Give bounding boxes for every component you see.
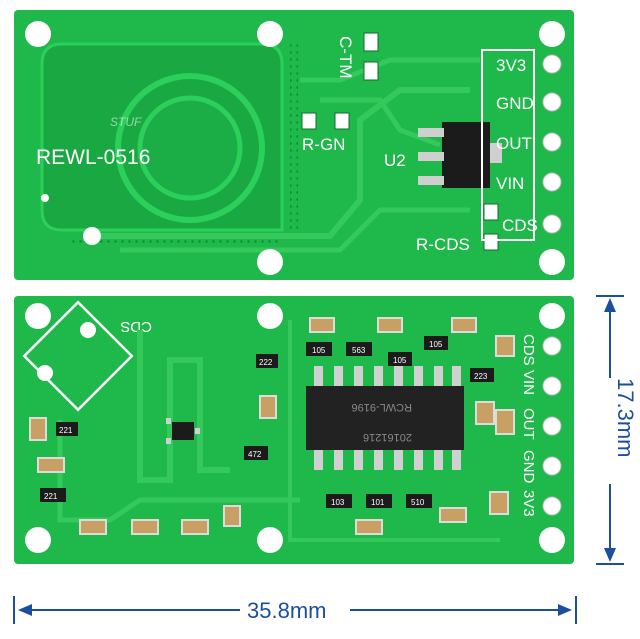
bottom-pin-label-gnd: GND	[520, 450, 537, 484]
pin-label-vin: VIN	[496, 174, 524, 193]
pin-hole	[542, 376, 562, 396]
svg-text:105: 105	[312, 346, 326, 355]
pin-label-3v3: 3V3	[496, 56, 526, 75]
antenna-ring	[115, 73, 265, 223]
svg-text:223: 223	[474, 372, 488, 381]
svg-text:222: 222	[259, 358, 273, 367]
bottom-pin-label-cds: CDS	[520, 334, 537, 366]
model-label: REWL-0516	[36, 146, 150, 169]
mount-hole	[539, 249, 565, 275]
mount-hole	[539, 21, 565, 47]
pin-hole	[542, 336, 562, 356]
bottom-pin-label-vin: VIN	[520, 370, 537, 395]
r-cds-label: R-CDS	[416, 235, 470, 254]
svg-text:221: 221	[44, 492, 58, 501]
cds-sensor-outline	[22, 300, 134, 412]
width-label: 35.8mm	[247, 598, 326, 623]
ic-marking-2: 20161216	[363, 431, 412, 443]
ic-marking-1: RCWL-9196	[351, 401, 412, 413]
main-ic	[306, 386, 464, 450]
smd-resistors: 105 563 105 105 223 222 472 221 221 103 …	[40, 336, 494, 508]
svg-text:472: 472	[248, 450, 262, 459]
mount-hole	[257, 303, 283, 329]
height-label: 17.3mm	[613, 378, 638, 457]
via-hole	[41, 194, 49, 202]
mount-hole	[539, 303, 565, 329]
pin-hole-vin	[542, 172, 562, 192]
mount-hole	[25, 527, 51, 553]
cds-label: CDS	[120, 318, 152, 335]
r-gn-label: R-GN	[302, 135, 345, 154]
svg-text:105: 105	[393, 356, 407, 365]
stuf-watermark: STUF	[110, 115, 142, 129]
via-hole	[83, 227, 101, 245]
mount-hole	[539, 527, 565, 553]
bottom-pin-label-3v3: 3V3	[520, 490, 537, 517]
smd-capacitors	[29, 317, 515, 535]
pin-hole-3v3	[542, 54, 562, 74]
svg-text:221: 221	[59, 426, 73, 435]
svg-text:103: 103	[331, 498, 345, 507]
c-tm-label: C-TM	[336, 36, 355, 78]
pin-hole	[542, 456, 562, 476]
width-dimension	[13, 596, 577, 624]
svg-text:105: 105	[429, 340, 443, 349]
pin-hole	[542, 496, 562, 516]
pin-label-gnd: GND	[496, 94, 534, 113]
pin-label-cds: CDS	[502, 216, 538, 235]
mount-hole	[257, 249, 283, 275]
svg-text:101: 101	[371, 498, 385, 507]
svg-text:563: 563	[352, 346, 366, 355]
pin-hole-out	[542, 132, 562, 152]
antenna-disc	[137, 95, 243, 201]
u2-label: U2	[384, 151, 406, 170]
mount-hole	[25, 21, 51, 47]
height-dimension	[596, 295, 624, 565]
svg-text:510: 510	[411, 498, 425, 507]
transistor	[172, 422, 194, 440]
pin-hole-cds	[542, 214, 562, 234]
top-board: REWL-0516 STUF C-TM R-GN U2 R-CDS 3V3 GN…	[14, 10, 574, 280]
pin-hole-gnd	[542, 92, 562, 112]
mount-hole	[25, 303, 51, 329]
mount-hole	[257, 527, 283, 553]
mount-hole	[257, 21, 283, 47]
pin-label-out: OUT	[496, 134, 532, 153]
bottom-pin-label-out: OUT	[520, 408, 537, 440]
pin-hole	[542, 416, 562, 436]
bottom-board: CDS RCWL-9196 20161216 105 563	[14, 296, 574, 564]
